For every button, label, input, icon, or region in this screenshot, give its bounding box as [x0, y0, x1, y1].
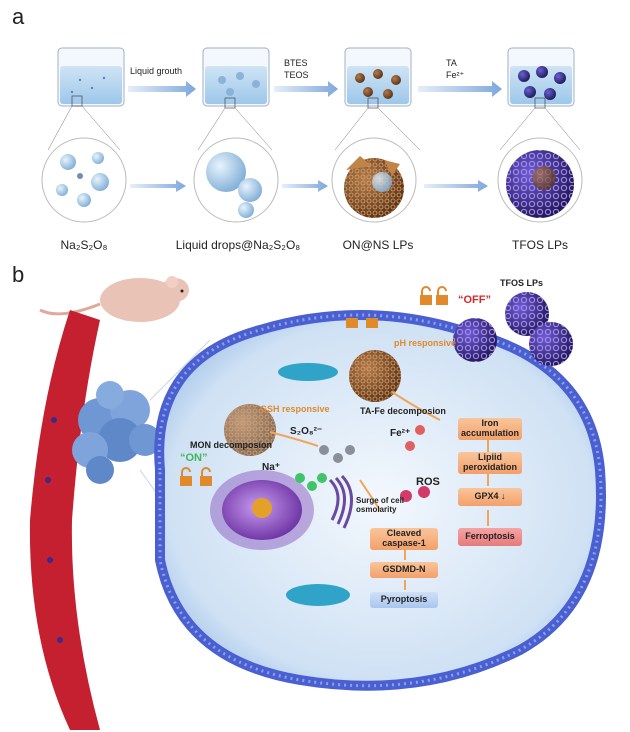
zoom-circle-1	[41, 137, 127, 223]
ions	[295, 425, 430, 502]
arrow-3	[418, 81, 502, 97]
panel-b-letter: b	[12, 262, 25, 287]
arrow2-label-1: BTES	[284, 58, 308, 68]
arrow-4	[130, 180, 186, 192]
arrow-1	[128, 81, 196, 97]
caption-4: TFOS LPs	[511, 238, 568, 252]
zoom-circle-3	[331, 137, 417, 223]
lock-icons	[180, 286, 448, 486]
tfos-particles	[453, 292, 573, 366]
beaker-4	[507, 47, 575, 109]
gsh-label: GSH responsive	[260, 404, 330, 414]
mitochondria	[278, 363, 350, 606]
arrow-6	[424, 180, 488, 192]
arrow-5	[282, 180, 328, 192]
panel-a-letter: a	[12, 4, 25, 29]
mon-label: MON decomposion	[190, 440, 273, 450]
box-gsdmd: GSDMD-N	[370, 562, 438, 578]
box-iron-accumulation: Iron accumulation	[458, 418, 522, 440]
tfos-particle-in-cell	[224, 350, 401, 456]
box-ferroptosis: Ferroptosis	[458, 528, 522, 546]
tumor-cluster	[72, 381, 161, 484]
box-gpx4: GPX4 ↓	[458, 488, 522, 506]
ph-label: pH responsive	[394, 338, 457, 348]
on-label: “ON”	[180, 452, 208, 464]
arrow3-label-2: Fe²⁺	[446, 70, 465, 80]
arrow3-label-1: TA	[446, 58, 457, 68]
box-pyroptosis: Pyroptosis	[370, 592, 438, 608]
zoom-lines	[47, 105, 581, 151]
beaker-3	[344, 47, 412, 109]
zoom-circle-4	[497, 137, 583, 223]
caption-3: ON@NS LPs	[342, 238, 414, 252]
surge-label: Surge of cell osmolarity	[356, 496, 405, 514]
arrow-2	[274, 81, 338, 97]
pathway-arrows	[269, 391, 489, 590]
s2o8-label: S₂O₈²⁻	[290, 426, 323, 437]
fe-label: Fe²⁺	[390, 428, 411, 439]
cell-body	[154, 310, 606, 691]
arrow1-label: Liquid grouth	[130, 66, 183, 76]
caption-1: Na₂S₂O₈	[60, 238, 108, 252]
ta-fe-label: TA-Fe decomposion	[360, 406, 446, 416]
nucleus	[210, 470, 314, 550]
na-label: Na⁺	[262, 462, 281, 473]
golgi	[328, 474, 353, 529]
box-lipid-peroxidation: Lipiid peroxidation	[458, 452, 522, 474]
arrow2-label-2: TEOS	[284, 70, 309, 80]
tfos-label: TFOS LPs	[500, 278, 544, 288]
ros-label: ROS	[416, 476, 440, 488]
beaker-2	[202, 47, 270, 109]
box-cleaved-caspase: Cleaved caspase-1	[370, 528, 438, 550]
beaker-1	[57, 47, 125, 107]
caption-2: Liquid drops@Na₂S₂O₈	[175, 238, 301, 252]
mouse-illustration	[39, 276, 189, 322]
zoom-circle-2	[193, 137, 279, 223]
off-label: “OFF”	[458, 294, 491, 306]
